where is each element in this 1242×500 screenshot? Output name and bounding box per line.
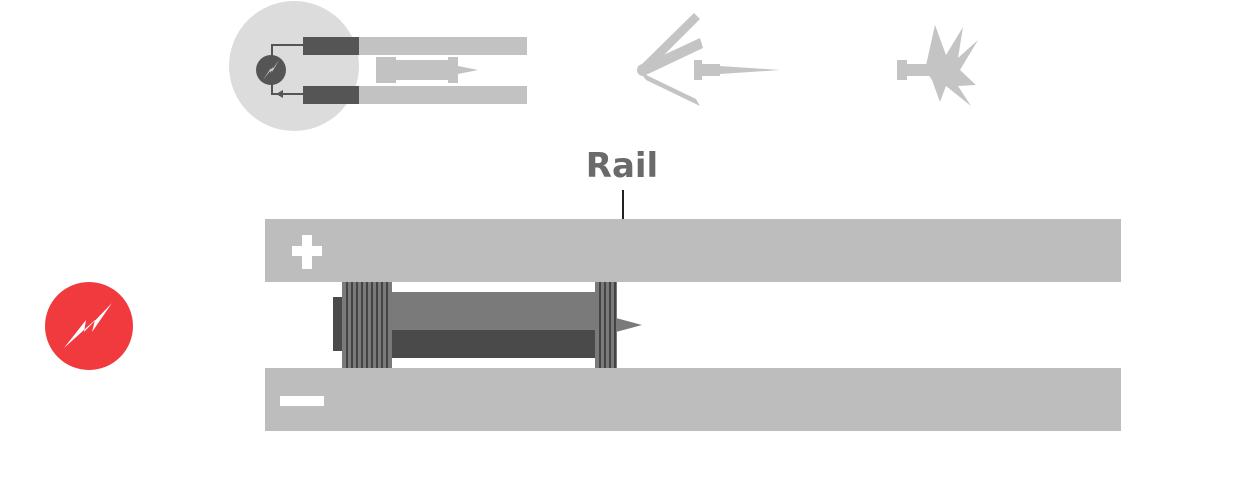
- step-thumbnail-1[interactable]: [229, 1, 527, 131]
- negative-rail: [265, 368, 1121, 431]
- plus-sign-icon: [292, 235, 322, 269]
- lightning-bolt-icon: [64, 303, 112, 348]
- splitting-rails-icon: [637, 13, 703, 106]
- projectile-body-top: [390, 292, 598, 330]
- positive-rail: [265, 219, 1121, 282]
- projectile-tip: [616, 318, 642, 332]
- projectile-body-bottom: [390, 330, 598, 358]
- projectile-contact-left: [342, 282, 392, 368]
- projectile: [333, 282, 642, 368]
- arrow-head-icon: [276, 90, 283, 98]
- minus-sign-icon: [280, 396, 324, 406]
- arrow-head-icon: [334, 41, 341, 49]
- thumb-launched-projectile: [694, 60, 780, 80]
- step-thumbnail-3[interactable]: [897, 25, 978, 106]
- rail-label: Rail: [585, 146, 659, 186]
- thumb-projectile: [376, 57, 478, 83]
- step-thumbnail-2[interactable]: [637, 13, 780, 106]
- power-button[interactable]: [45, 282, 133, 370]
- lightning-bolt-icon: [263, 60, 279, 80]
- impact-burst-icon: [897, 25, 978, 106]
- active-step-highlight: [229, 1, 359, 131]
- projectile-contact-right: [595, 282, 617, 368]
